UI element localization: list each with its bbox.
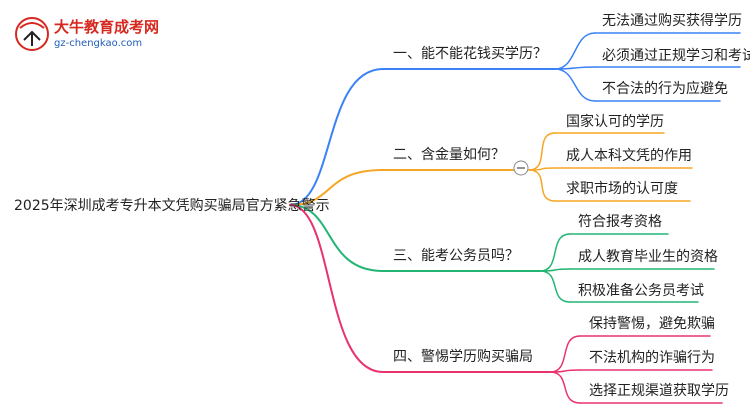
logo-emblem-icon bbox=[15, 17, 49, 51]
root-link-4 bbox=[289, 204, 384, 373]
leaf-node-3-1[interactable]: 符合报考资格 bbox=[578, 214, 662, 230]
branch-node-3[interactable]: 三、能考公务员吗？ bbox=[393, 248, 519, 264]
branch-node-2[interactable]: 二、含金量如何？ bbox=[393, 147, 505, 163]
leaf-link-3-1 bbox=[539, 233, 571, 272]
leaf-node-2-3[interactable]: 求职市场的认可度 bbox=[566, 181, 678, 197]
root-link-1 bbox=[289, 68, 384, 206]
logo-subtitle: gz-chengkao.com bbox=[54, 38, 143, 49]
logo-title: 大牛教育成考网 bbox=[54, 18, 160, 36]
leaf-node-4-3[interactable]: 选择正规渠道获取学历 bbox=[589, 383, 729, 399]
leaf-link-2-3 bbox=[528, 169, 556, 202]
root-link-3 bbox=[289, 204, 384, 272]
leaf-node-2-2[interactable]: 成人本科文凭的作用 bbox=[566, 148, 692, 164]
leaf-node-3-2[interactable]: 成人教育毕业生的资格 bbox=[578, 249, 718, 265]
leaf-link-4-1 bbox=[549, 335, 581, 373]
leaf-link-4-3 bbox=[549, 371, 581, 404]
leaf-link-1-1 bbox=[554, 32, 596, 70]
root-link-2 bbox=[289, 169, 384, 206]
leaf-node-4-2[interactable]: 不法机构的诈骗行为 bbox=[589, 350, 715, 366]
leaf-node-3-3[interactable]: 积极准备公务员考试 bbox=[578, 283, 704, 299]
collapse-minus-icon[interactable] bbox=[513, 160, 529, 176]
leaf-node-2-1[interactable]: 国家认可的学历 bbox=[566, 114, 664, 130]
leaf-node-1-1[interactable]: 无法通过购买获得学历 bbox=[602, 13, 742, 29]
branch-node-4[interactable]: 四、警惕学历购买骗局 bbox=[393, 349, 533, 365]
leaf-node-1-2[interactable]: 必须通过正规学习和考试 bbox=[602, 48, 750, 64]
leaf-node-4-1[interactable]: 保持警惕，避免欺骗 bbox=[589, 316, 715, 332]
leaf-link-1-3 bbox=[554, 68, 596, 102]
leaf-link-2-1 bbox=[528, 132, 556, 171]
root-node[interactable]: 2025年深圳成考专升本文凭购买骗局官方紧急警示 bbox=[14, 198, 330, 214]
branch-node-1[interactable]: 一、能不能花钱买学历？ bbox=[393, 46, 547, 62]
leaf-node-1-3[interactable]: 不合法的行为应避免 bbox=[602, 81, 728, 97]
site-logo[interactable]: 大牛教育成考网 gz-chengkao.com bbox=[14, 14, 164, 58]
leaf-link-3-3 bbox=[539, 270, 571, 303]
